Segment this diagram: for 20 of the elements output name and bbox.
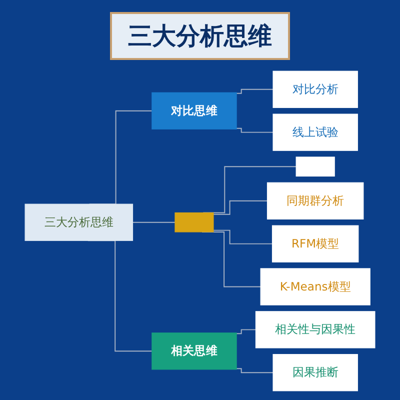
node-box: 因果推断	[272, 354, 358, 392]
connector	[236, 128, 274, 133]
node-box: 相关思维	[152, 332, 237, 370]
node-box: 线上试验	[272, 114, 358, 151]
node-box: RFM模型	[272, 225, 359, 262]
diagram-title: 三大分析思维	[110, 12, 290, 60]
connector	[212, 200, 268, 215]
node-box: K-Means模型	[260, 268, 370, 306]
connector	[236, 329, 256, 334]
connector	[236, 368, 274, 374]
connector	[236, 88, 274, 94]
node-box: 三大分析思维	[24, 204, 134, 241]
node-box: 同期群分析	[266, 182, 364, 220]
node-box	[296, 156, 335, 177]
node-box	[174, 212, 214, 232]
connector	[132, 222, 176, 223]
connector	[212, 230, 273, 244]
node-box: 对比分析	[272, 70, 358, 108]
node-box: 对比思维	[152, 92, 237, 130]
node-box: 相关性与因果性	[255, 311, 376, 348]
